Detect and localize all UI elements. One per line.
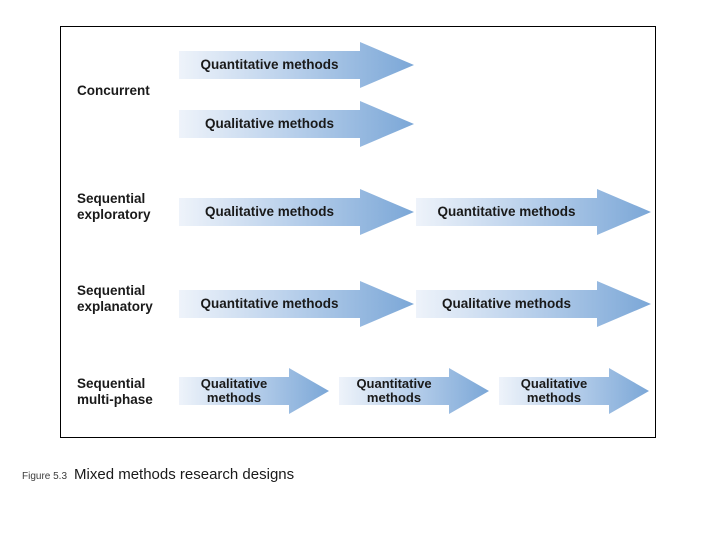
- arrow-exploratory-qualitative: Qualitative methods: [179, 189, 414, 235]
- figure-number: Figure 5.3: [22, 471, 68, 482]
- row-label-sequential-multi-phase: Sequential multi-phase: [77, 376, 153, 407]
- arrow-exploratory-quantitative: Quantitative methods: [416, 189, 651, 235]
- arrow-multiphase-qualitative-2: Qualitative methods: [499, 368, 649, 414]
- arrow-concurrent-qualitative: Qualitative methods: [179, 101, 414, 147]
- arrow-explanatory-quantitative: Quantitative methods: [179, 281, 414, 327]
- arrow-multiphase-qualitative-1: Qualitative methods: [179, 368, 329, 414]
- arrow-explanatory-qualitative: Qualitative methods: [416, 281, 651, 327]
- row-label-concurrent: Concurrent: [77, 83, 150, 98]
- figure-frame: Concurrent Quantitative methods: [60, 26, 656, 438]
- row-label-sequential-explanatory: Sequential explanatory: [77, 283, 153, 314]
- arrow-concurrent-quantitative: Quantitative methods: [179, 42, 414, 88]
- arrow-multiphase-quantitative: Quantitative methods: [339, 368, 489, 414]
- figure-caption: Figure 5.3 Mixed methods research design…: [22, 466, 294, 483]
- figure-title: Mixed methods research designs: [74, 466, 295, 483]
- row-label-sequential-exploratory: Sequential exploratory: [77, 191, 151, 222]
